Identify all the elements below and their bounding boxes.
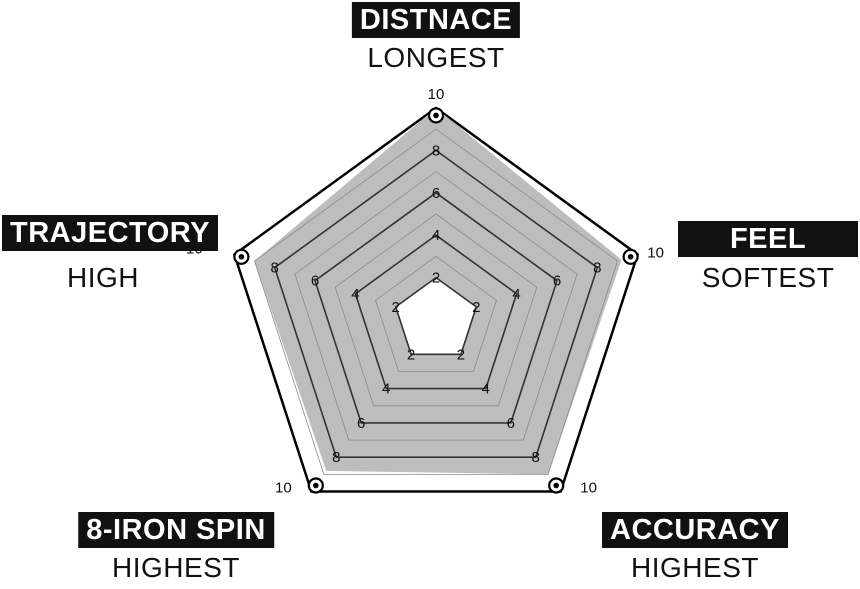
max-marker-dot [627,253,634,260]
axis-sub-trajectory: HIGH [67,262,139,293]
tick-label: 4 [351,286,359,303]
radar-ring-minor-9 [254,128,618,475]
tick-label: 2 [472,299,480,316]
max-marker-dot [433,112,439,119]
max-marker-dot [553,482,559,489]
tick-label: 6 [507,415,515,432]
radar-ring-4 [354,234,518,390]
tick-label: 8 [332,449,340,466]
tick-label: 6 [432,185,440,202]
tick-label: 8 [593,260,601,277]
tick-label: 8 [271,260,279,277]
axis-title-trajectory: TRAJECTORY [2,215,218,251]
radar-ring-2 [394,276,478,356]
axis-sub-8-iron-spin: HIGHEST [112,552,240,583]
radar-ring-minor-3 [375,255,497,372]
axis-sub-distance: LONGEST [367,42,505,73]
radar-ring-8 [273,149,599,459]
tick-label: 2 [432,270,440,287]
radar-ring-6 [314,191,558,424]
max-tick-label: 10 [428,86,445,103]
axis-title-8-iron-spin: 8-IRON SPIN [78,512,274,548]
max-tick-label: 10 [647,245,664,262]
tick-label: 8 [432,142,440,159]
tick-label: 4 [482,381,490,398]
axis-title-accuracy: ACCURACY [602,512,788,548]
tick-label: 4 [512,286,520,303]
tick-label: 2 [457,346,465,363]
axis-sub-feel: SOFTEST [701,262,835,293]
tick-label: 2 [407,346,415,363]
tick-label: 6 [553,273,561,290]
radar-ring-minor-5 [334,213,538,407]
axis-title-feel: FEEL [678,221,858,257]
max-marker-dot [238,253,245,260]
tick-label: 6 [357,415,365,432]
axis-title-distance: DISTNACE [351,2,521,38]
axis-sub-accuracy: HIGHEST [631,552,759,583]
radar-ring-minor-7 [294,171,578,441]
tick-label: 2 [392,299,400,316]
tick-label: 6 [311,273,319,290]
max-marker-dot [313,482,319,489]
tick-label: 8 [532,449,540,466]
max-tick-label: 10 [580,480,597,497]
max-tick-label: 10 [275,480,292,497]
tick-label: 4 [382,381,390,398]
tick-label: 4 [432,227,440,244]
